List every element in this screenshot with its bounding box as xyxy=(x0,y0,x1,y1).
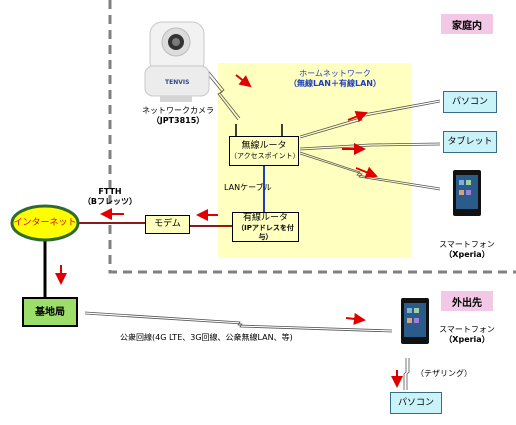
arrow-pc xyxy=(347,111,368,123)
flow-arrows xyxy=(55,74,403,388)
internet-label: インターネット xyxy=(13,218,77,228)
phone-outside-name: スマートフォン xyxy=(439,325,495,334)
ftth-line1: FTTH xyxy=(98,187,122,196)
wireless-router-node: 無線ルータ （アクセスポイント） xyxy=(229,136,300,166)
tethering-label: （テザリング） xyxy=(416,369,472,378)
ftth-label: FTTH （Bフレッツ） xyxy=(82,187,138,207)
camera-model: （JPT3815） xyxy=(151,116,205,125)
phone-outside-label: スマートフォン （Xperia） xyxy=(432,325,502,345)
pc-home-box: パソコン xyxy=(443,91,497,113)
camera-label: ネットワークカメラ （JPT3815） xyxy=(138,106,218,126)
home-zone-boundary xyxy=(108,0,516,274)
phone-outside-model: （Xperia） xyxy=(444,335,490,344)
router-antennas xyxy=(235,124,283,136)
tablet-box: タブレット xyxy=(443,131,497,153)
internet-cloud xyxy=(10,204,80,242)
wireless-link-public xyxy=(84,311,393,331)
camera-icon xyxy=(144,21,210,102)
wired-router-sub: （IPアドレスを付与） xyxy=(237,223,294,241)
wireless-link-tethering xyxy=(403,358,407,390)
wireless-router-sub: （アクセスポイント） xyxy=(230,152,300,160)
smartphone-outside-icon xyxy=(401,298,429,344)
lan-cable-label: LANケーブル xyxy=(224,183,272,192)
wired-router-node: 有線ルータ （IPアドレスを付与） xyxy=(232,212,299,242)
home-network-title-line1: ホームネットワーク xyxy=(299,69,371,78)
arrow-camera xyxy=(235,74,252,88)
home-network-title: ホームネットワーク （無線LAN＋有線LAN） xyxy=(270,69,400,89)
smartphone-home-icon xyxy=(453,170,481,216)
arrow-phone-home xyxy=(355,166,378,178)
wireless-link-tablet xyxy=(299,142,441,149)
outside-zone-tag: 外出先 xyxy=(441,291,493,311)
phone-home-model: （Xperia） xyxy=(444,250,490,259)
ftth-line2: （Bフレッツ） xyxy=(82,197,138,206)
wireless-router-name: 無線ルータ xyxy=(241,141,287,151)
wireless-link-phone-home xyxy=(299,151,441,189)
wireless-links xyxy=(84,67,441,390)
home-zone-tag: 家庭内 xyxy=(441,14,493,34)
camera-name: ネットワークカメラ xyxy=(142,106,214,115)
base-station-node: 基地局 xyxy=(22,297,78,327)
phone-home-name: スマートフォン xyxy=(439,240,495,249)
phone-home-label: スマートフォン （Xperia） xyxy=(432,240,502,260)
home-network-title-line2: （無線LAN＋有線LAN） xyxy=(289,79,381,88)
wired-router-name: 有線ルータ xyxy=(242,212,288,223)
arrow-public xyxy=(345,312,366,325)
camera-brand: TENVIS xyxy=(165,79,189,86)
public-line-label: 公衆回線(4G LTE、3G回線、公衆無線LAN、等) xyxy=(120,333,293,342)
modem-node: モデム xyxy=(145,215,190,234)
pc-outside-box: パソコン xyxy=(390,392,442,414)
